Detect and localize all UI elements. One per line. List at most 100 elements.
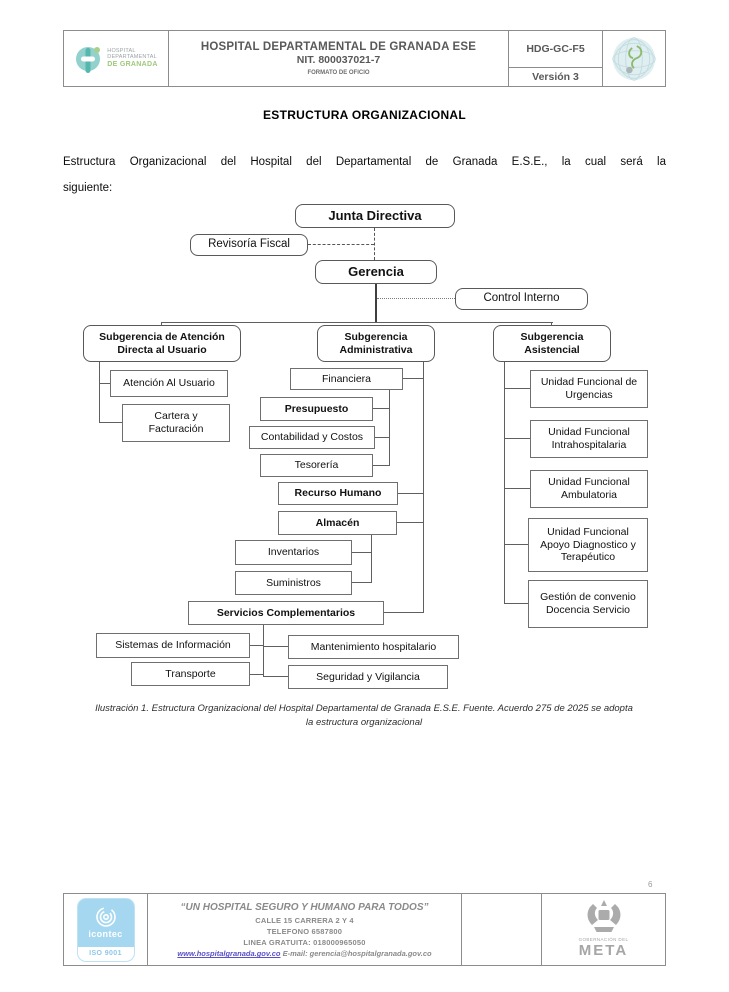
footer-slogan: “UN HOSPITAL SEGURO Y HUMANO PARA TODOS” — [180, 901, 429, 913]
connector-stub — [99, 422, 123, 424]
connector-stub — [99, 383, 111, 385]
hospital-logo-icon — [76, 46, 101, 73]
org-node-gestion-convenio: Gestión de convenio Docencia Servicio — [528, 580, 648, 628]
org-node-subgerencia-atencion: Subgerencia de Atención Directa al Usuar… — [83, 325, 241, 362]
org-node-seguridad-vigilancia: Seguridad y Vigilancia — [288, 665, 448, 689]
footer-table: icontec ISO 9001 “UN HOSPITAL SEGURO Y H… — [63, 893, 666, 966]
org-node-revisoria-fiscal: Revisoría Fiscal — [190, 234, 308, 256]
connector-drop-right — [551, 322, 553, 326]
connector-asistencial-branch — [504, 362, 506, 604]
footer-hotline: LINEA GRATUITA: 018000965050 — [243, 938, 366, 947]
header-globe-cell — [603, 31, 665, 86]
connector-stub — [504, 603, 529, 605]
icontec-logo-icon: icontec ISO 9001 — [76, 897, 135, 962]
meta-name-label: META — [578, 942, 629, 960]
org-node-presupuesto: Presupuesto — [260, 397, 373, 421]
connector-gerencia-drop — [375, 284, 377, 323]
org-node-contabilidad-costos: Contabilidad y Costos — [249, 426, 375, 449]
org-node-gerencia: Gerencia — [315, 260, 437, 284]
connector-stub — [504, 438, 531, 440]
connector-stub — [249, 645, 264, 647]
document-code: HDG-GC-F5 — [509, 31, 602, 68]
connector-stub — [504, 488, 531, 490]
connector-control-interno — [377, 298, 455, 299]
org-node-subgerencia-administrativa: Subgerencia Administrativa — [317, 325, 435, 362]
icontec-spiral-icon — [95, 907, 116, 927]
footer-meta-cell: GOBERNACIÓN DEL META — [542, 894, 665, 965]
org-node-servicios-complementarios: Servicios Complementarios — [188, 601, 384, 625]
document-version: Versión 3 — [532, 71, 579, 83]
header-logo-cell: HOSPITAL DEPARTAMENTAL DE GRANADA — [64, 31, 169, 86]
connector-stub — [396, 522, 424, 524]
org-node-cartera-facturacion: Cartera y Facturación — [122, 404, 230, 442]
connector-stub — [249, 674, 264, 676]
connector-atencion-branch — [99, 362, 101, 423]
footer-email: E-mail: gerencia@hospitalgranada.gov.co — [282, 949, 432, 959]
connector-stub — [397, 493, 424, 495]
connector-junta-gerencia — [374, 228, 375, 260]
logo-line2: DEPARTAMENTAL — [107, 54, 157, 61]
logo-line1: HOSPITAL — [107, 48, 136, 55]
page-title: ESTRUCTURA ORGANIZACIONAL — [262, 108, 467, 122]
org-node-inventarios: Inventarios — [235, 540, 352, 565]
header-format-label: FORMATO DE OFICIO — [307, 69, 370, 76]
connector-stub — [374, 437, 390, 439]
org-node-atencion-usuario: Atención Al Usuario — [110, 370, 228, 397]
figure-caption: Ilustración 1. Estructura Organizacional… — [95, 703, 633, 728]
meta-crest-icon — [587, 899, 620, 932]
org-node-uf-urgencias: Unidad Funcional de Urgencias — [530, 370, 648, 408]
connector-stub — [351, 582, 371, 584]
org-node-mantenimiento-hospitalario: Mantenimiento hospitalario — [288, 635, 459, 659]
connector-subgerencias — [161, 322, 553, 324]
org-node-transporte: Transporte — [131, 662, 250, 686]
org-node-recurso-humano: Recurso Humano — [278, 482, 398, 505]
meta-gov-label: GOBERNACIÓN DEL — [578, 936, 629, 942]
org-node-uf-intrahospitalaria: Unidad Funcional Intrahospitalaria — [530, 420, 648, 458]
connector-stub — [263, 676, 289, 678]
header-nit: NIT. 800037021-7 — [296, 54, 381, 67]
footer-contact-line: www.hospitalgranada.gov.co E-mail: geren… — [177, 948, 431, 959]
connector-stub — [372, 465, 390, 467]
page-number: 6 — [648, 880, 653, 889]
connector-drop-left — [161, 322, 163, 326]
intro-line-2: siguiente: — [63, 182, 113, 194]
footer-icontec-cell: icontec ISO 9001 — [64, 894, 148, 965]
org-node-control-interno: Control Interno — [455, 288, 588, 310]
connector-stub — [383, 612, 424, 614]
connector-servicios-branch — [263, 625, 265, 677]
connector-stub — [351, 552, 371, 554]
hospital-logo-text: HOSPITAL DEPARTAMENTAL DE GRANADA — [107, 48, 157, 69]
footer-address: CALLE 15 CARRERA 2 Y 4 — [255, 915, 354, 925]
footer-phone: TELEFONO 6587800 — [266, 926, 343, 936]
org-node-junta-directiva: Junta Directiva — [295, 204, 455, 228]
org-node-sistemas-informacion: Sistemas de Información — [96, 633, 250, 658]
connector-admin-branch — [423, 362, 425, 613]
connector-stub — [504, 388, 531, 390]
org-chart: Junta Directiva Revisoría Fiscal Gerenci… — [63, 204, 666, 696]
connector-stub — [372, 408, 390, 410]
org-node-suministros: Suministros — [235, 571, 352, 595]
connector-stub — [402, 378, 424, 380]
footer-text-cell: “UN HOSPITAL SEGURO Y HUMANO PARA TODOS”… — [148, 894, 462, 965]
icontec-name: icontec — [88, 929, 123, 939]
website-link[interactable]: www.hospitalgranada.gov.co — [177, 949, 281, 959]
header-title-cell: HOSPITAL DEPARTAMENTAL DE GRANADA ESE NI… — [169, 31, 509, 86]
connector-stub — [263, 646, 289, 648]
icontec-cert: ISO 9001 — [77, 946, 134, 961]
connector-financiera-branch — [389, 390, 391, 466]
org-node-tesoreria: Tesorería — [260, 454, 373, 477]
logo-line3: DE GRANADA — [107, 60, 158, 68]
header-code-cell: HDG-GC-F5 Versión 3 — [509, 31, 603, 86]
org-node-uf-apoyo: Unidad Funcional Apoyo Diagnostico y Ter… — [528, 518, 648, 572]
header-table: HOSPITAL DEPARTAMENTAL DE GRANADA HOSPIT… — [63, 30, 666, 87]
intro-line-1: Estructura Organizacional del Hospital d… — [63, 156, 666, 168]
connector-revisoria — [308, 244, 374, 245]
org-node-subgerencia-asistencial: Subgerencia Asistencial — [493, 325, 611, 362]
connector-stub — [504, 544, 529, 546]
footer-empty-cell — [462, 894, 542, 965]
globe-stethoscope-icon — [612, 36, 656, 81]
org-node-almacen: Almacén — [278, 511, 397, 535]
connector-almacen-branch — [371, 535, 373, 583]
header-hospital-name: HOSPITAL DEPARTAMENTAL DE GRANADA ESE — [200, 41, 477, 53]
